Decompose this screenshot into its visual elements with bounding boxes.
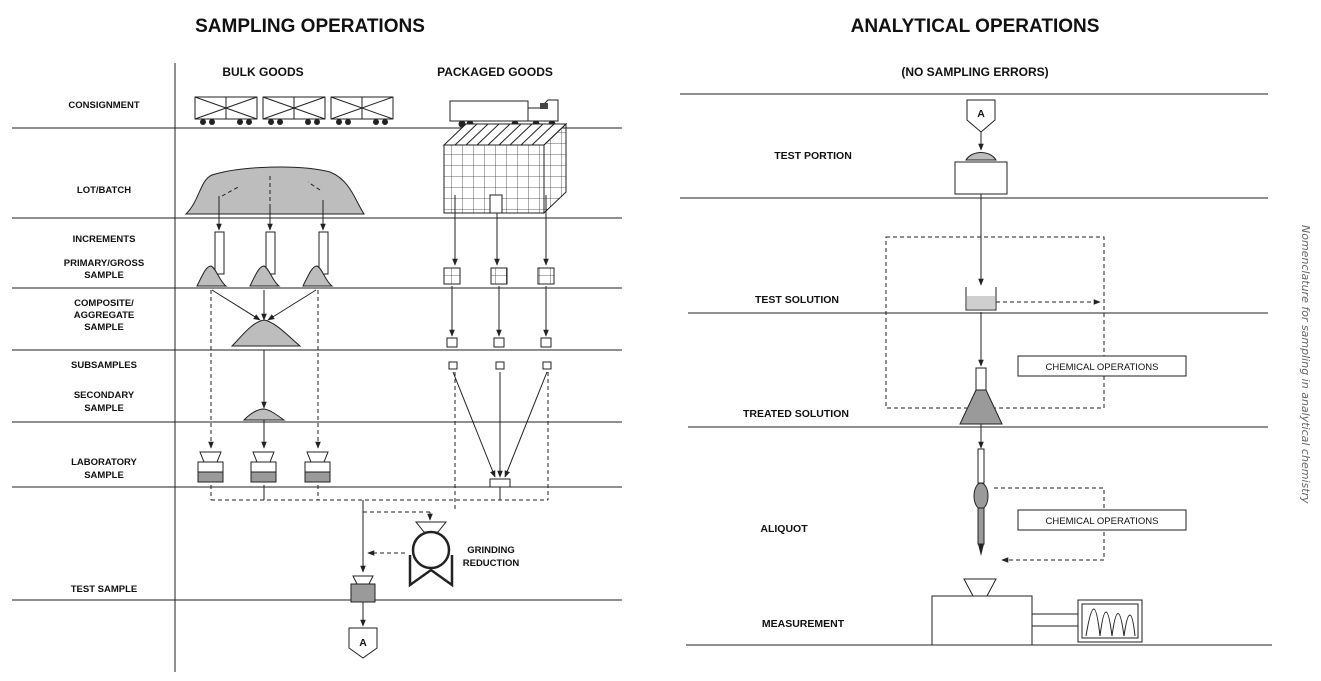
beaker-icon: [965, 287, 997, 311]
left-row-separators: [12, 127, 622, 601]
row-test-solution-label: TEST SOLUTION: [755, 294, 839, 306]
svg-text:CHEMICAL OPERATIONS: CHEMICAL OPERATIONS: [1046, 516, 1159, 527]
row-subsamples-label: SUBSAMPLES: [71, 360, 137, 371]
sampling-operations-title: SAMPLING OPERATIONS: [195, 16, 425, 37]
chemical-operations-loop-1: [885, 236, 1105, 409]
row-composite-label-2: AGGREGATE: [74, 310, 135, 321]
connector-a-right: A: [966, 99, 996, 133]
row-measurement-label: MEASUREMENT: [762, 618, 845, 630]
packaged-cubes-icon: [443, 267, 555, 488]
connector-a-left: A: [348, 627, 378, 659]
test-sample-jar-icon: [350, 575, 376, 627]
chemical-operations-box-2: CHEMICAL OPERATIONS: [1017, 509, 1187, 531]
svg-text:A: A: [359, 637, 367, 649]
row-primary-label-1: PRIMARY/GROSS: [64, 258, 144, 269]
freight-wagons-icon: [194, 96, 394, 125]
row-secondary-label-2: SAMPLE: [84, 403, 124, 414]
row-laboratory-label-1: LABORATORY: [71, 457, 137, 468]
bulk-goods-header: BULK GOODS: [222, 65, 303, 79]
row-consignment-label: CONSIGNMENT: [68, 100, 139, 111]
laboratory-jars-icon: [197, 451, 331, 483]
secondary-pile-icon: [242, 408, 286, 421]
right-row-separators: [680, 93, 1272, 646]
no-sampling-errors-subtitle: (NO SAMPLING ERRORS): [901, 65, 1048, 79]
bulk-pile-icon: [184, 166, 365, 215]
pipette-icon: [973, 448, 989, 556]
row-treated-solution-label: TREATED SOLUTION: [743, 408, 849, 420]
grinder-icon: [408, 521, 454, 588]
packaged-goods-header: PACKAGED GOODS: [437, 65, 553, 79]
pallet-stack-icon: [442, 122, 568, 215]
measurement-instrument-icon: [931, 578, 1143, 646]
flask-icon: [959, 367, 1003, 425]
packaged-flow-arrows: [449, 195, 549, 512]
analytical-operations-title: ANALYTICAL OPERATIONS: [851, 16, 1100, 37]
chemical-operations-loop-2: [994, 487, 1105, 563]
bulk-flow-arrows: [208, 196, 326, 449]
grinding-label-2: REDUCTION: [463, 558, 520, 569]
collection-lines: [210, 485, 548, 573]
row-secondary-label-1: SECONDARY: [74, 390, 135, 401]
row-test-sample-label: TEST SAMPLE: [71, 584, 138, 595]
side-caption: Nomenclature for sampling in analytical …: [1299, 225, 1312, 504]
row-primary-label-2: SAMPLE: [84, 270, 124, 281]
row-composite-label-3: SAMPLE: [84, 322, 124, 333]
composite-pile-icon: [230, 319, 302, 347]
row-increments-label: INCREMENTS: [73, 234, 136, 245]
chemical-operations-box-1: CHEMICAL OPERATIONS: [1017, 355, 1187, 377]
balance-icon: [954, 152, 1008, 195]
bulk-increments: [196, 231, 334, 287]
row-lot-batch-label: LOT/BATCH: [77, 185, 131, 196]
svg-text:CHEMICAL OPERATIONS: CHEMICAL OPERATIONS: [1046, 362, 1159, 373]
svg-text:A: A: [977, 108, 985, 120]
row-test-portion-label: TEST PORTION: [774, 150, 852, 162]
grinding-label-1: GRINDING: [467, 545, 515, 556]
row-aliquot-label: ALIQUOT: [760, 523, 808, 535]
truck-icon: [449, 99, 559, 128]
row-laboratory-label-2: SAMPLE: [84, 470, 124, 481]
row-composite-label-1: COMPOSITE/: [74, 298, 134, 309]
